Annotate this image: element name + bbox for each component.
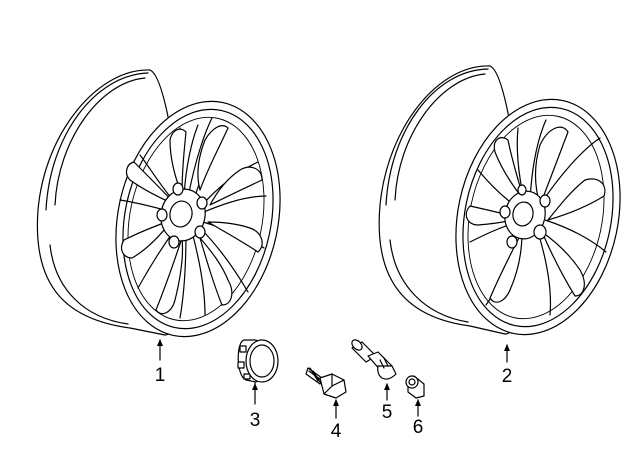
callout-3: 3 [249, 410, 261, 431]
wheel-bolt-drawing [305, 367, 347, 419]
callout-4: 4 [330, 421, 342, 442]
lock-bolt-drawing [351, 339, 397, 401]
lock-key-drawing [405, 375, 425, 417]
callout-5: 5 [381, 402, 393, 423]
wheel-2-drawing [378, 65, 621, 363]
callout-2: 2 [501, 366, 513, 387]
center-cap-drawing [237, 339, 279, 405]
wheel-1-drawing [36, 69, 281, 361]
callout-1: 1 [154, 365, 166, 386]
callout-6: 6 [412, 417, 424, 438]
